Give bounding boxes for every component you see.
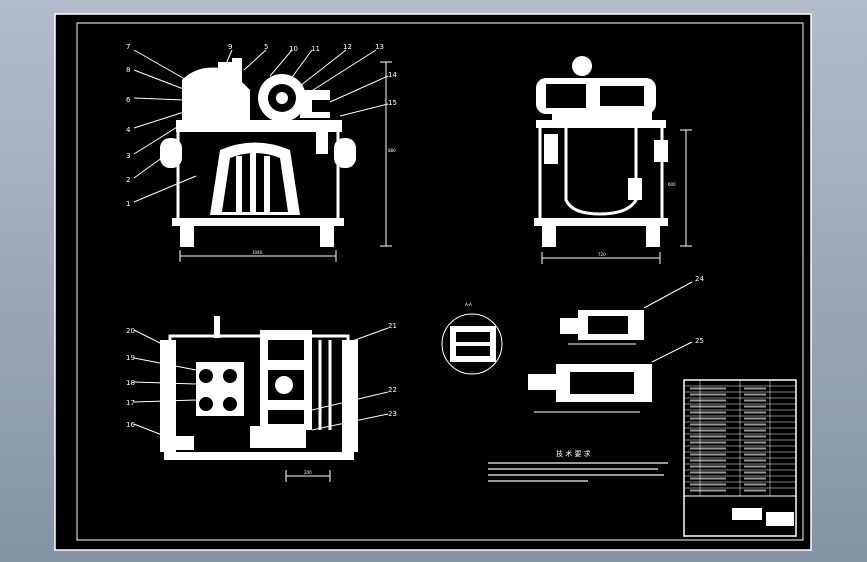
part-label: 8 <box>126 66 130 74</box>
part-label: 6 <box>126 96 131 104</box>
part-label: 24 <box>695 275 704 283</box>
part-label: 18 <box>126 379 135 387</box>
title-block <box>683 379 797 537</box>
part-label: 21 <box>388 322 397 330</box>
part-label: 16 <box>126 421 135 429</box>
part-details <box>528 281 693 413</box>
part-label: 22 <box>388 386 397 394</box>
part-label: 10 <box>289 45 298 53</box>
top-view: 200 <box>133 316 389 482</box>
drawing-frame <box>76 22 804 541</box>
part-label: 23 <box>388 410 397 418</box>
part-label: 13 <box>375 43 384 51</box>
svg-text:200: 200 <box>304 470 312 475</box>
part-label: 11 <box>311 45 320 53</box>
part-label: 19 <box>126 354 135 362</box>
part-label: 2 <box>126 176 130 184</box>
part-label: 7 <box>126 43 130 51</box>
side-view: 720 600 <box>534 56 692 264</box>
svg-text:1040: 1040 <box>252 250 263 255</box>
svg-text:720: 720 <box>598 252 606 257</box>
front-view: 1040 880 <box>133 49 396 262</box>
drawing-sheet <box>54 13 812 551</box>
part-label: 5 <box>264 43 268 51</box>
section-label: A-A <box>465 302 472 307</box>
part-label: 9 <box>228 43 232 51</box>
part-label: 15 <box>388 99 397 107</box>
technical-notes <box>488 462 668 482</box>
svg-text:880: 880 <box>388 148 396 153</box>
part-label: 14 <box>388 71 397 79</box>
part-label: 4 <box>126 126 131 134</box>
svg-text:600: 600 <box>668 182 676 187</box>
part-label: 3 <box>126 152 130 160</box>
part-label: 12 <box>343 43 352 51</box>
part-label: 20 <box>126 327 135 335</box>
part-label: 25 <box>695 337 704 345</box>
notes-title: 技 术 要 求 <box>556 449 591 458</box>
part-label: 17 <box>126 399 135 407</box>
section-detail <box>441 313 503 375</box>
part-label: 1 <box>126 200 130 208</box>
